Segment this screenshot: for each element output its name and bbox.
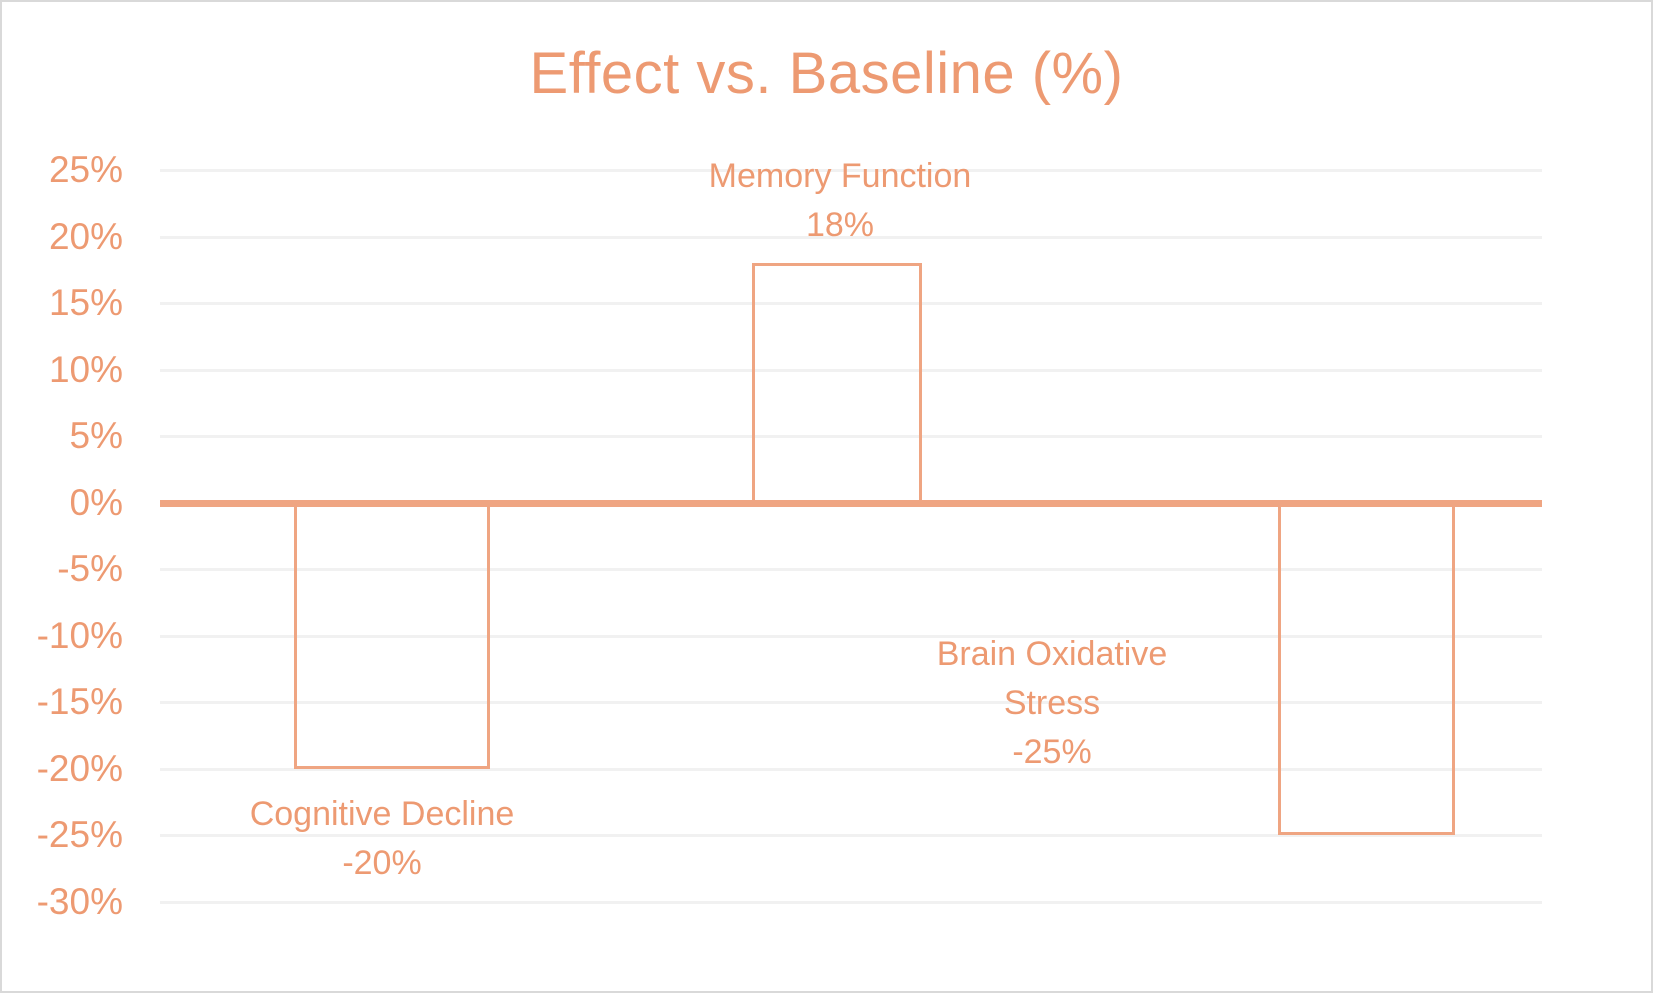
y-tick-label: 10% — [48, 348, 123, 390]
chart-title: Effect vs. Baseline (%) — [529, 41, 1124, 106]
gridline — [160, 701, 1542, 705]
y-tick-label: 5% — [69, 415, 123, 457]
data-label: Brain Oxidative Stress -25% — [936, 635, 1168, 771]
data-label: Memory Function 18% — [708, 157, 972, 244]
bar[interactable] — [294, 502, 490, 769]
zero-axis-line — [160, 499, 1542, 507]
y-tick-label: 20% — [48, 215, 123, 257]
gridline — [160, 368, 1542, 372]
gridline — [160, 834, 1542, 838]
bar[interactable] — [1278, 502, 1455, 836]
y-tick-label: 25% — [48, 149, 123, 190]
y-tick-label: 15% — [48, 282, 123, 324]
gridline — [160, 568, 1542, 572]
gridline — [160, 435, 1542, 439]
data-label: Cognitive Decline -20% — [249, 795, 515, 882]
y-tick-label: -30% — [36, 881, 123, 922]
bar[interactable] — [752, 263, 922, 503]
gridline — [160, 302, 1542, 306]
plot-area — [160, 169, 1542, 904]
gridline — [160, 235, 1542, 239]
y-tick-label: 0% — [69, 481, 123, 523]
gridline — [160, 901, 1542, 904]
gridline — [160, 634, 1542, 638]
gridline — [160, 767, 1542, 771]
gridline — [160, 169, 1542, 172]
y-tick-label: -10% — [36, 614, 123, 656]
y-tick-label: -25% — [36, 814, 123, 856]
y-tick-label: -15% — [36, 681, 123, 723]
y-tick-label: -5% — [57, 548, 123, 590]
y-tick-label: -20% — [36, 747, 123, 789]
